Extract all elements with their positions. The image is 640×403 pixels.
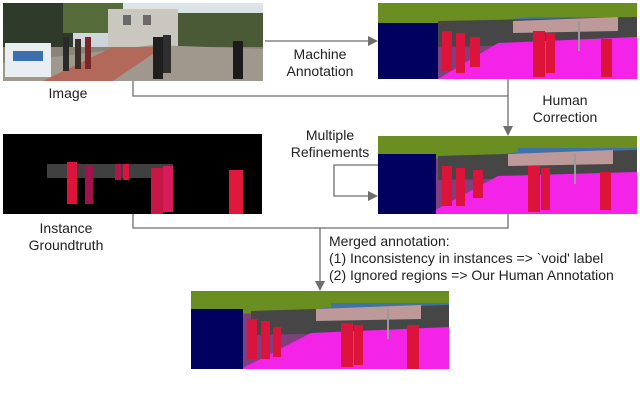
image-label: Image bbox=[48, 85, 88, 101]
merged-item-1: (1) Inconsistency in instances => `void'… bbox=[329, 250, 604, 266]
instance-groundtruth-map bbox=[3, 134, 262, 214]
instance-groundtruth-label: Instance Groundtruth bbox=[18, 220, 114, 254]
human-correction-map bbox=[378, 136, 637, 214]
machine-annotation-map bbox=[378, 3, 637, 79]
machine-annotation-label-line1: Machine bbox=[293, 46, 347, 62]
arrow-groundtruth-to-merged bbox=[132, 214, 509, 229]
human-correction-label: Human Correction bbox=[520, 92, 610, 126]
merged-annotation-map bbox=[191, 291, 449, 369]
human-correction-label-line1: Human bbox=[542, 92, 588, 108]
merged-annotation-notes: Merged annotation: (1) Inconsistency in … bbox=[329, 233, 614, 284]
instance-groundtruth-label-line1: Instance bbox=[39, 220, 93, 236]
arrow-refinement-loop bbox=[333, 164, 378, 201]
merged-title: Merged annotation: bbox=[329, 233, 450, 249]
multiple-refinements-label-line1: Multiple bbox=[305, 127, 355, 143]
merged-item-2: (2) Ignored regions => Our Human Annotat… bbox=[329, 267, 614, 283]
instance-groundtruth-label-line2: Groundtruth bbox=[28, 237, 104, 253]
machine-annotation-label: Machine Annotation bbox=[275, 46, 365, 80]
multiple-refinements-label: Multiple Refinements bbox=[282, 127, 378, 161]
machine-annotation-label-line2: Annotation bbox=[286, 63, 354, 79]
input-image bbox=[3, 3, 263, 81]
arrow-image-to-correction bbox=[132, 81, 513, 136]
multiple-refinements-label-line2: Refinements bbox=[290, 144, 370, 160]
human-correction-label-line2: Correction bbox=[532, 109, 598, 125]
